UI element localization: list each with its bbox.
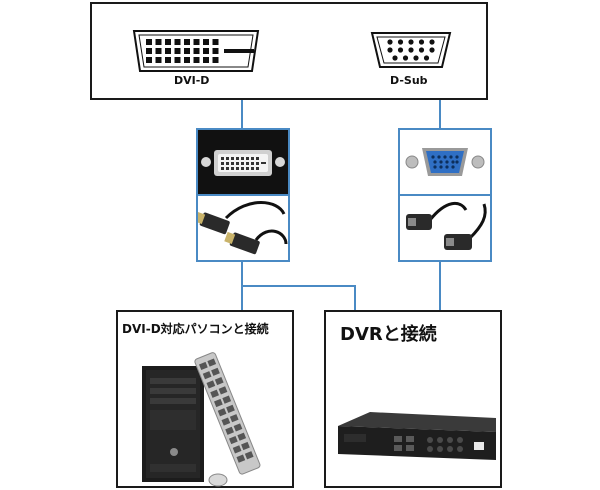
vga-pin xyxy=(392,55,398,61)
vga-pin xyxy=(387,39,393,45)
dvi-pin xyxy=(174,57,181,63)
dvi-pin xyxy=(193,57,200,63)
pc-tower-photo xyxy=(142,352,261,487)
dvi-pin xyxy=(203,39,209,45)
dvi-pin xyxy=(174,48,181,54)
dvi-pin xyxy=(146,57,152,63)
vga-port-photo xyxy=(398,128,492,196)
vga-port-icon xyxy=(370,32,452,68)
dvi-label: DVI-D xyxy=(174,74,210,87)
dvi-pin xyxy=(146,48,152,54)
vga-pin xyxy=(387,47,393,53)
dsub-label: D-Sub xyxy=(390,74,428,87)
dvi-pin xyxy=(212,39,219,45)
dvi-port-icon xyxy=(132,30,260,72)
vga-pin xyxy=(429,39,435,45)
dvi-pin xyxy=(193,39,200,45)
dvi-pin xyxy=(165,48,171,54)
monitor-connector-panel: DVI-D D-Sub xyxy=(90,2,488,100)
vga-pin xyxy=(423,55,430,61)
dvi-pin xyxy=(155,39,162,45)
vga-pin xyxy=(397,39,404,45)
dvi-cable-photo xyxy=(196,194,290,262)
dvi-pin xyxy=(184,57,190,63)
dvi-port-photo xyxy=(196,128,290,196)
dvr-connection-box: DVRと接続 xyxy=(324,310,502,488)
dvi-pin xyxy=(212,48,219,54)
vga-pin xyxy=(408,39,414,45)
dvi-pin xyxy=(212,57,219,63)
vga-pin xyxy=(418,47,425,53)
dvi-pin xyxy=(155,57,162,63)
dvi-pin xyxy=(193,48,200,54)
dvr-recorder-photo xyxy=(338,412,496,460)
dvi-pin xyxy=(184,39,190,45)
dvi-pin xyxy=(184,48,190,54)
pc-connection-box: DVI-D対応パソコンと接続 xyxy=(116,310,294,488)
dvi-pin xyxy=(165,57,171,63)
dvi-pin xyxy=(203,48,209,54)
pc-title: DVI-D対応パソコンと接続 xyxy=(122,322,269,336)
vga-pin xyxy=(397,47,404,53)
dvi-pin xyxy=(203,57,209,63)
dvi-pin xyxy=(155,48,162,54)
vga-cable-photo xyxy=(398,194,492,262)
vga-pin xyxy=(408,47,414,53)
vga-pin xyxy=(429,47,435,53)
vga-pin xyxy=(413,55,419,61)
dvr-title: DVRと接続 xyxy=(340,324,437,345)
vga-pin xyxy=(418,39,425,45)
dvi-pin xyxy=(146,39,152,45)
dvi-pin xyxy=(165,39,171,45)
dvi-pin xyxy=(174,39,181,45)
vga-pin xyxy=(402,55,409,61)
